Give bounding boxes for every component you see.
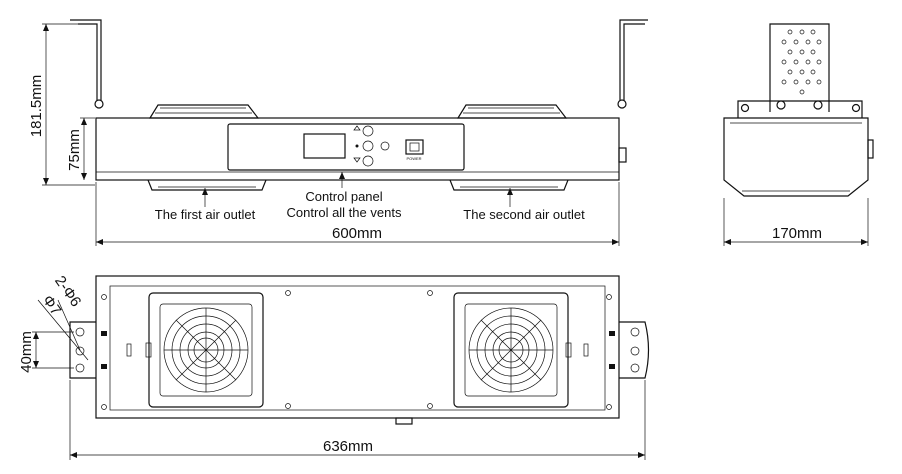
control-panel-label: Control panel <box>305 189 382 204</box>
side-view: 170mm <box>723 23 874 246</box>
button-mid <box>362 140 374 152</box>
side-bracket <box>769 23 830 112</box>
control-all-label: Control all the vents <box>287 205 402 220</box>
dim-height-body: 75mm <box>66 129 83 171</box>
display-screen <box>303 133 346 159</box>
top-fan-left <box>148 104 260 119</box>
top-fan-guard-right <box>453 292 569 408</box>
left-bracket <box>78 23 98 107</box>
front-body <box>95 117 620 181</box>
dim-width-front: 600mm <box>332 225 382 242</box>
dim-hole-spacing: 40mm <box>18 331 35 373</box>
top-fan-guard-left <box>148 292 264 408</box>
fixing-screws <box>101 290 615 410</box>
dim-height-total: 181.5mm <box>28 75 45 138</box>
power-switch <box>405 139 424 155</box>
second-outlet-label: The second air outlet <box>463 207 585 222</box>
bracket-holes <box>781 29 822 95</box>
top-view: Φ7 2-Φ6 40mm 636mm <box>18 273 650 460</box>
first-outlet-label: The first air outlet <box>155 207 256 222</box>
front-view: POWER Control panel Control all the vent… <box>28 19 648 246</box>
dim-width-top: 636mm <box>323 438 373 455</box>
button-up <box>362 125 374 137</box>
left-ear <box>69 321 96 379</box>
bottom-outlet-right <box>449 179 569 191</box>
power-label: POWER <box>406 156 421 161</box>
control-panel <box>227 123 465 171</box>
top-body <box>95 275 620 419</box>
button-down <box>362 155 374 167</box>
dim-hole-large: Φ7 <box>39 292 65 318</box>
right-bracket <box>623 23 645 107</box>
bottom-outlet-left <box>147 179 267 191</box>
top-fan-right <box>456 104 568 119</box>
right-ear <box>619 321 650 379</box>
button-side <box>380 141 390 151</box>
side-body <box>723 117 869 197</box>
dim-width-side: 170mm <box>772 225 822 242</box>
